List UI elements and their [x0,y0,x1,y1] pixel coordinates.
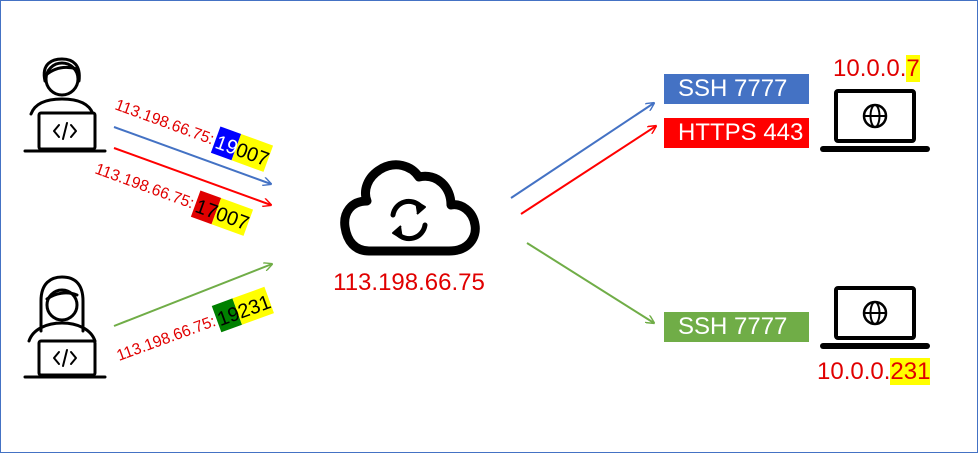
cloud-sync-icon [340,160,480,256]
port-highlight-lo [211,197,254,236]
connection-address-1: 113.198.66.75: 19 007 [113,97,274,172]
port-highlight-lo [231,133,274,172]
male-developer-icon [23,57,107,153]
address-prefix: 113.198.66.75: [113,97,217,149]
forward-arrow-green [526,242,654,323]
connection-arrow-green [113,264,272,327]
connection-address-2: 113.198.66.75: 17 007 [93,161,254,236]
connection-address-3: 113.198.66.75: 19 231 [115,286,274,365]
forward-arrow-blue [510,103,654,199]
port-highlight-hi [211,298,243,333]
forward-arrow-red [520,126,656,215]
server-ip-prefix: 10.0.0. [833,55,907,82]
port-highlight-hi [190,190,222,225]
server-ip-suffix: 7 [906,55,920,82]
server-ip-1: 10.0.0.7 [833,55,920,83]
service-label-ssh-2: SSH 7777 [664,312,809,342]
server-ip-prefix: 10.0.0. [817,358,891,385]
address-prefix: 113.198.66.75: [115,313,219,365]
laptop-globe-icon [820,89,930,152]
connection-arrow-blue [113,126,271,184]
connection-arrow-red [113,147,271,205]
service-label-ssh: SSH 7777 [664,74,809,104]
laptop-globe-icon [820,286,930,349]
gateway-ip: 113.198.66.75 [333,269,485,296]
port-highlight-lo [232,286,274,325]
service-label-text: HTTPS 443 [678,119,804,146]
server-ip-suffix: 231 [890,358,931,385]
female-developer-icon [23,275,107,379]
service-label-text: SSH 7777 [678,75,788,102]
service-label-text: SSH 7777 [678,313,788,340]
server-ip-2: 10.0.0.231 [817,358,931,386]
address-prefix: 113.198.66.75: [93,161,197,213]
port-highlight-hi [210,126,242,161]
service-label-https: HTTPS 443 [664,118,809,148]
